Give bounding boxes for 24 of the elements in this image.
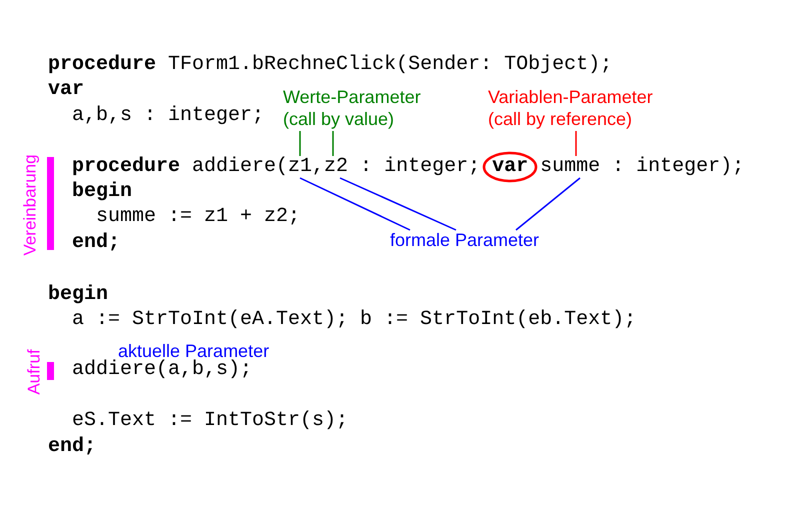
code-keyword: var (48, 78, 84, 102)
code-keyword: begin (72, 180, 132, 204)
section-label: Vereinbarung (20, 154, 40, 256)
code-line: a := StrToInt(eA.Text); b := StrToInt(eb.Text); (72, 308, 636, 332)
code-keyword: begin (48, 283, 108, 307)
annotation-text: formale Parameter (390, 229, 560, 251)
leader-line (300, 177, 410, 231)
leader-line (299, 131, 301, 156)
leader-line (332, 131, 334, 156)
code-line: addiere(a,b,s); (72, 358, 252, 382)
code-line: eS.Text := IntToStr(s); (72, 409, 348, 433)
annotation-text: Werte-Parameter (call by value) (283, 86, 433, 130)
leader-line (516, 177, 580, 231)
leader-line (340, 177, 456, 231)
leader-line (575, 131, 577, 156)
code-line: summe := z1 + z2; (96, 205, 300, 229)
code-keyword: end; (72, 231, 120, 255)
code-keyword: end; (48, 435, 96, 459)
code-line: a,b,s : integer; (72, 104, 264, 128)
annotation-text: Variablen-Parameter (call by reference) (488, 86, 678, 130)
code-line: procedure TForm1.bRechneClick(Sender: TObject); (48, 53, 612, 77)
code-line: procedure addiere(z1,z2 : integer; var summe : integer); (72, 155, 744, 179)
annotation-text: aktuelle Parameter (118, 340, 270, 361)
section-label: Aufruf (24, 349, 44, 395)
